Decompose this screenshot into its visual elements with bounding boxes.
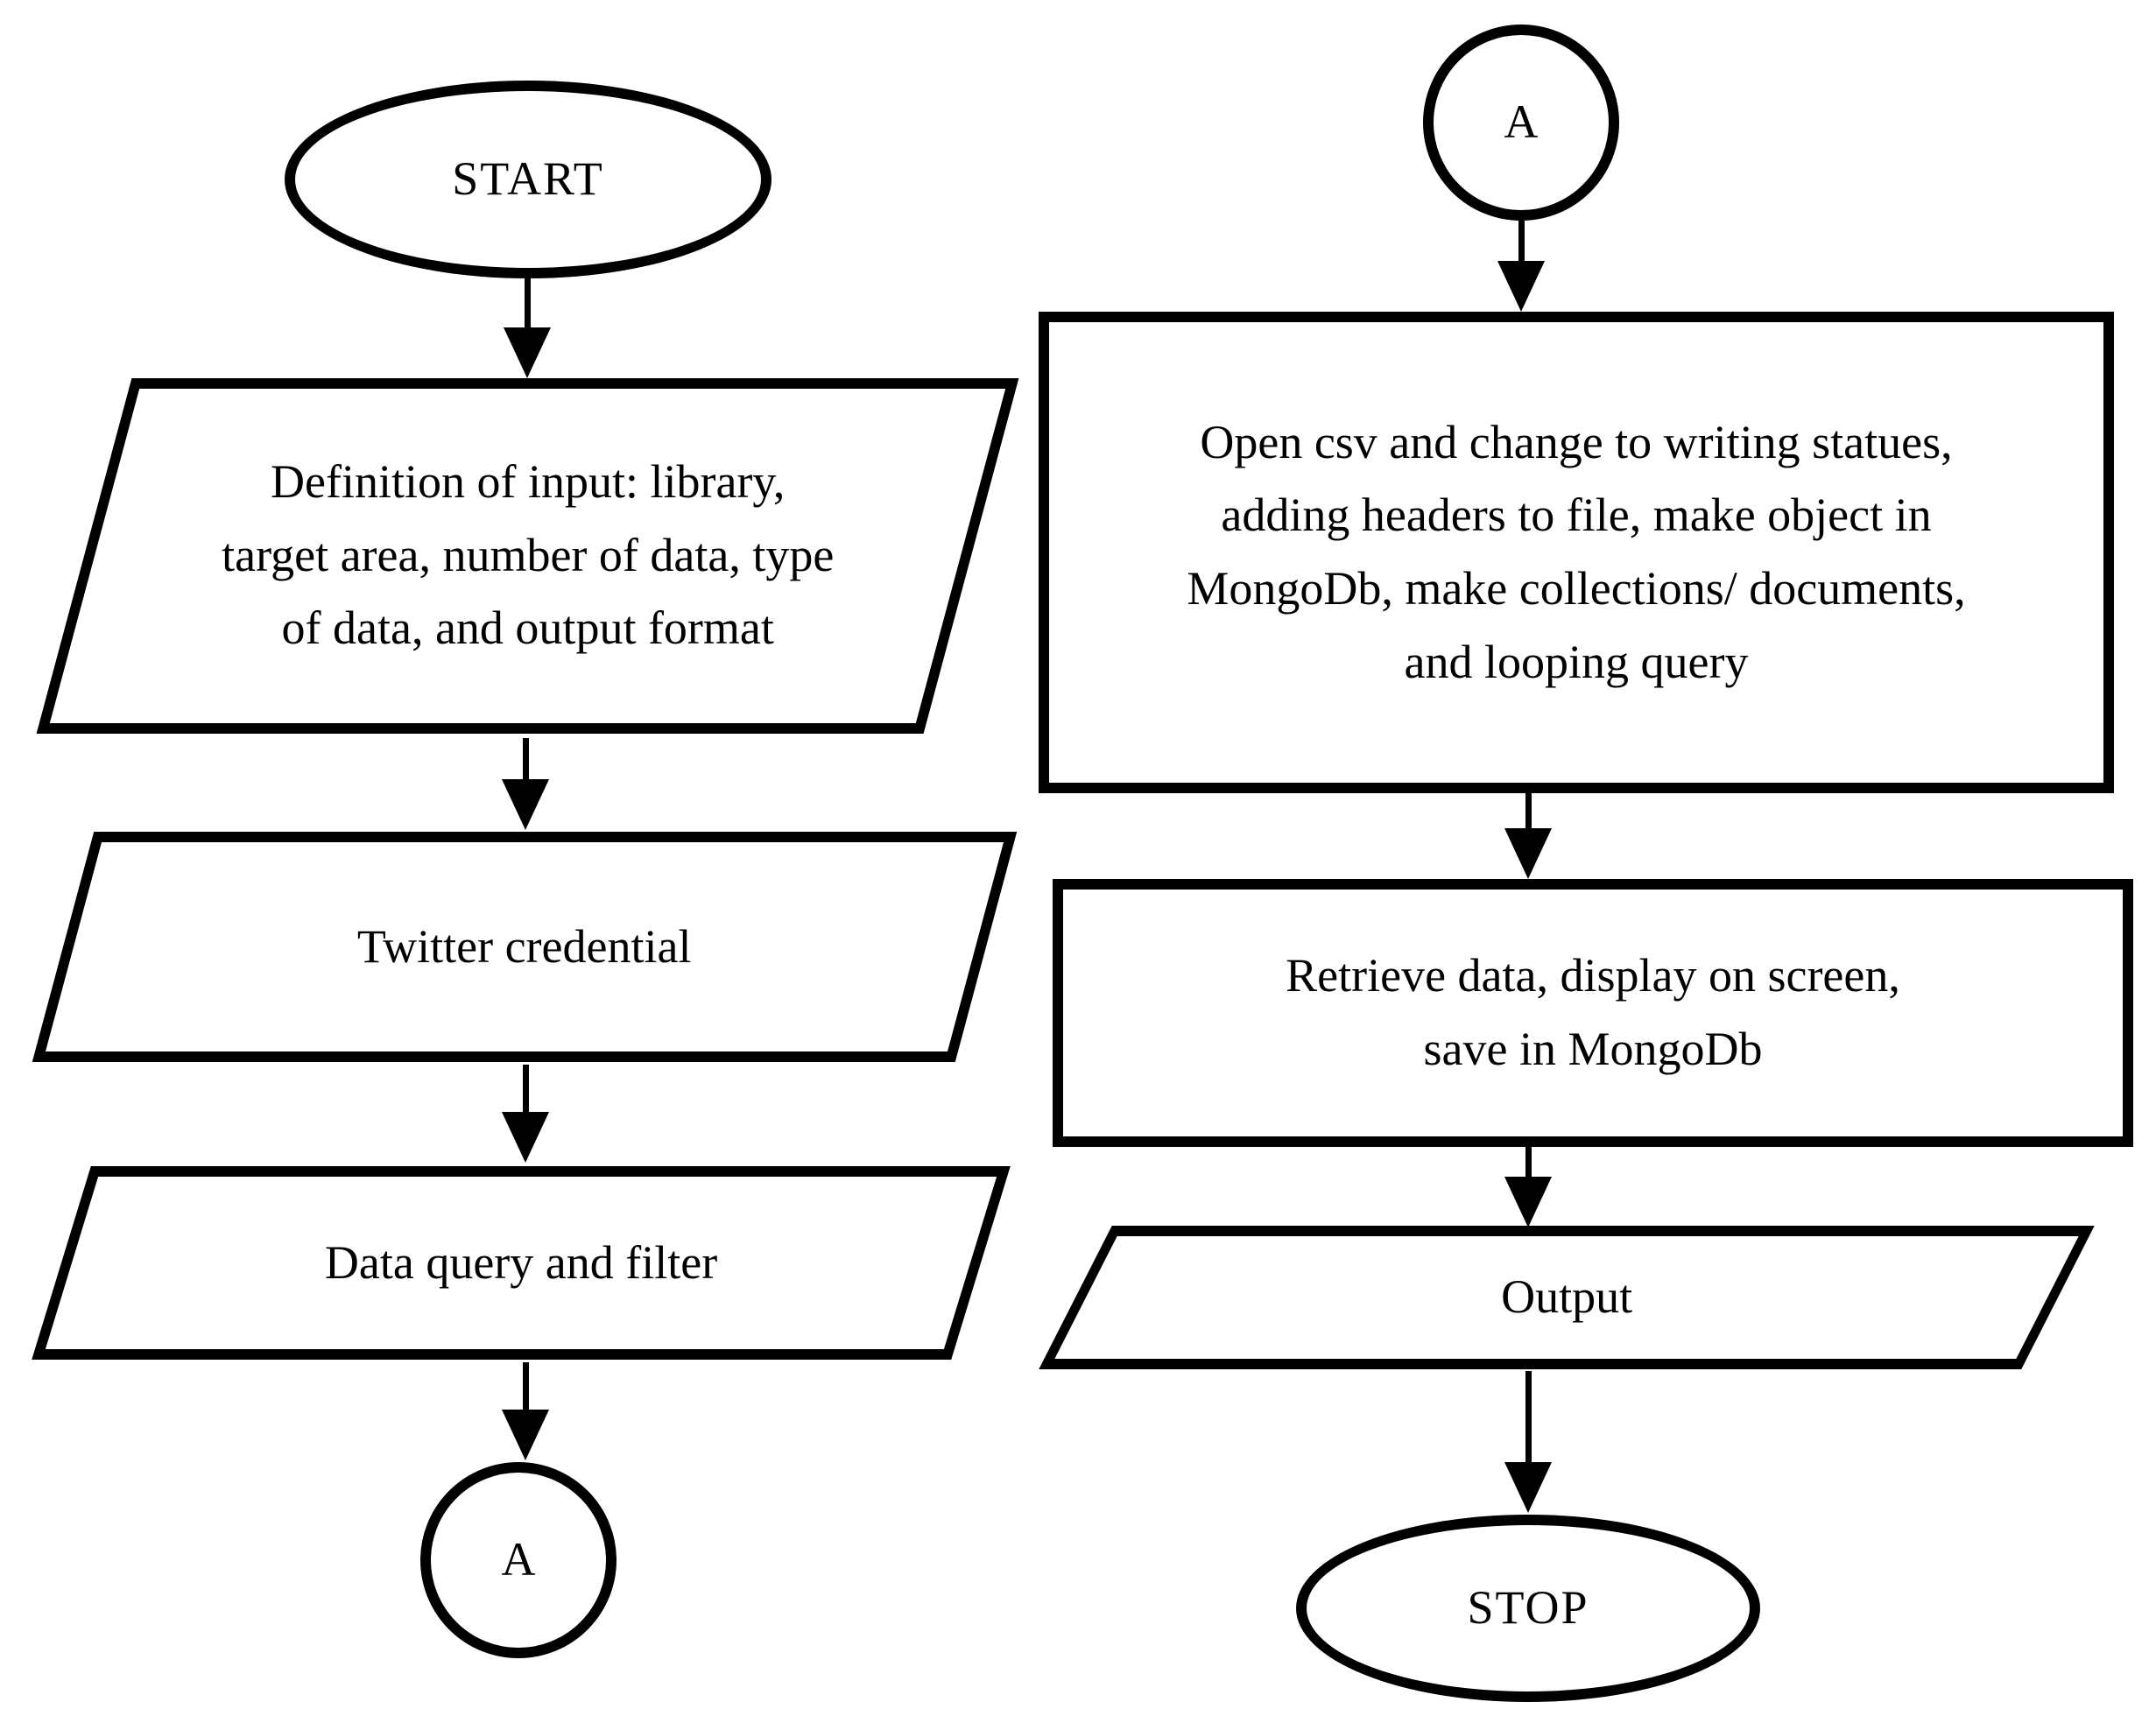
define-input-parallelogram: Definition of input: library, target are… xyxy=(36,378,1019,734)
arrow-stem xyxy=(522,1362,529,1410)
arrow-head-icon xyxy=(1504,828,1552,879)
arrow-twitter-credential-to-data-query xyxy=(502,1065,549,1163)
arrow-connector-a-to-open-csv xyxy=(1497,221,1545,312)
open-csv-label: Open csv and change to writing statues, … xyxy=(1187,415,1966,688)
arrow-stem xyxy=(1525,1147,1532,1177)
start-terminator: START xyxy=(285,81,772,278)
arrow-output-to-stop xyxy=(1504,1371,1552,1513)
connector-a-left-label: A xyxy=(501,1533,536,1586)
arrow-open-csv-to-retrieve-data xyxy=(1504,793,1552,879)
twitter-credential-label: Twitter credential xyxy=(357,919,692,973)
output-label: Output xyxy=(1500,1270,1632,1324)
arrow-stem xyxy=(522,738,529,779)
arrow-stem xyxy=(1518,221,1525,261)
output-parallelogram: Output xyxy=(1039,1226,2095,1369)
arrow-retrieve-data-to-output xyxy=(1504,1147,1552,1227)
arrow-head-icon xyxy=(1504,1177,1552,1227)
arrow-head-icon xyxy=(1497,261,1545,312)
arrow-stem xyxy=(524,278,531,327)
arrow-head-icon xyxy=(502,1112,549,1163)
define-input-label: Definition of input: library, target are… xyxy=(221,455,835,655)
connector-a-right: A xyxy=(1423,25,1619,221)
arrow-head-icon xyxy=(504,327,551,378)
open-csv-process-rect: Open csv and change to writing statues, … xyxy=(1039,312,2114,793)
arrow-stem xyxy=(1525,1371,1532,1462)
data-query-filter-label: Data query and filter xyxy=(324,1235,718,1289)
arrow-data-query-to-connector-a xyxy=(502,1362,549,1460)
start-label: START xyxy=(452,152,604,206)
arrow-start-to-define-input xyxy=(504,278,551,378)
arrow-stem xyxy=(1525,793,1532,828)
arrow-head-icon xyxy=(502,1410,549,1460)
stop-label: STOP xyxy=(1467,1581,1589,1635)
arrow-head-icon xyxy=(1504,1462,1552,1513)
connector-a-left: A xyxy=(420,1462,617,1658)
connector-a-right-label: A xyxy=(1504,95,1539,149)
arrow-stem xyxy=(522,1065,529,1112)
arrow-define-input-to-twitter-credential xyxy=(502,738,549,830)
retrieve-data-process-rect: Retrieve data, display on screen, save i… xyxy=(1053,879,2133,1147)
data-query-filter-parallelogram: Data query and filter xyxy=(32,1166,1011,1360)
arrow-head-icon xyxy=(502,779,549,830)
retrieve-data-label: Retrieve data, display on screen, save i… xyxy=(1286,949,1900,1075)
twitter-credential-parallelogram: Twitter credential xyxy=(32,832,1018,1062)
stop-terminator: STOP xyxy=(1296,1515,1760,1702)
